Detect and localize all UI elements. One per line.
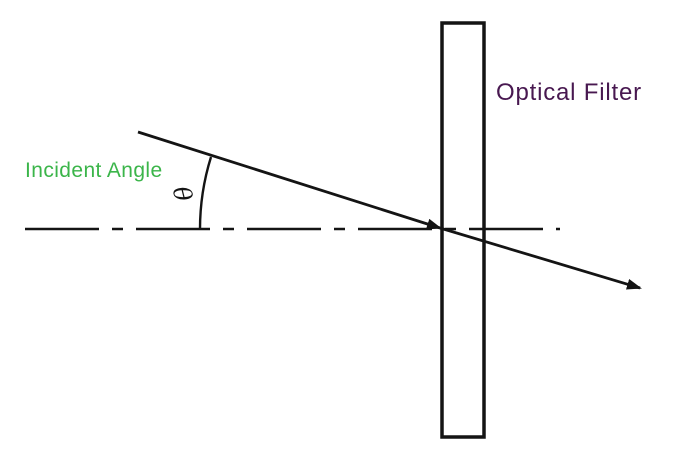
angle-arc — [198, 156, 213, 230]
transmitted-ray — [439, 226, 642, 290]
incident-angle-label: Incident Angle — [25, 159, 163, 182]
incident-ray — [137, 130, 442, 230]
optical-filter-label: Optical Filter — [496, 79, 642, 106]
